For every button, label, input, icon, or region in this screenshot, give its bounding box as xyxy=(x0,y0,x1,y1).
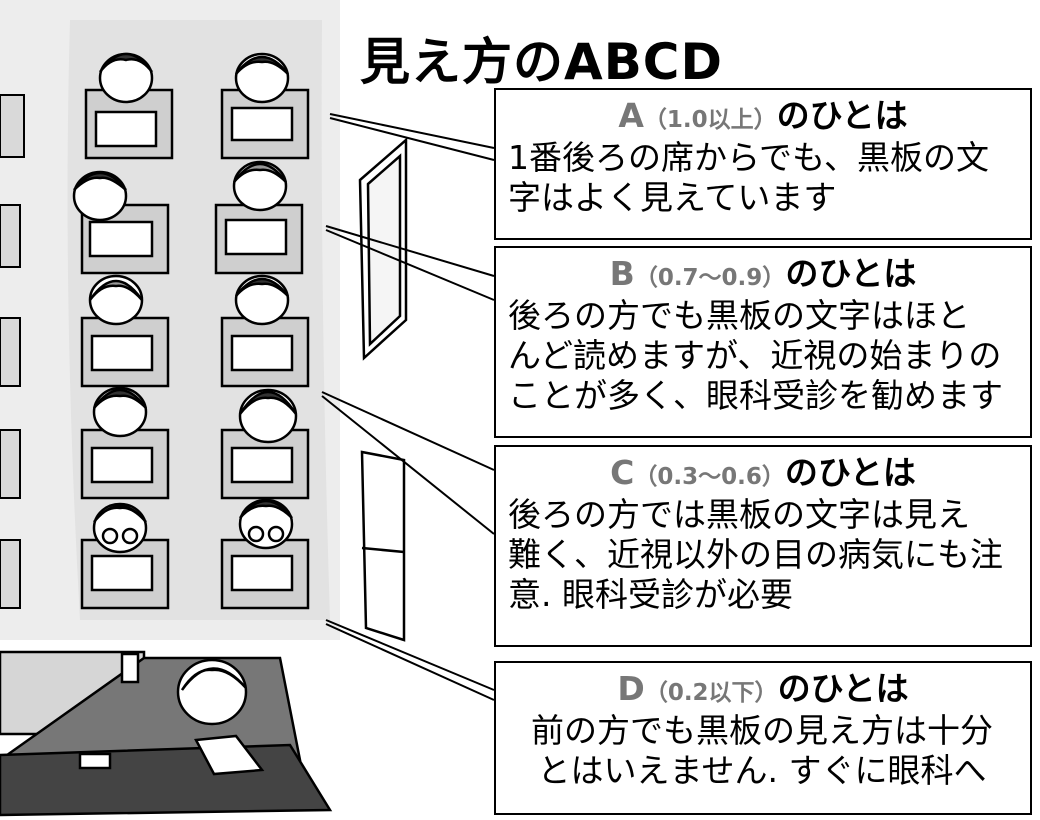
callout-box-c: C（0.3〜0.6）のひとは 後ろの方では黒板の文字は見え 難く、近視以外の目の… xyxy=(494,445,1032,647)
front-desk-child xyxy=(0,650,333,817)
student-desks xyxy=(72,52,310,610)
grade-suffix-d: のひとは xyxy=(777,669,909,708)
student-desk-9 xyxy=(220,388,310,500)
student-desk-8 xyxy=(220,274,310,388)
callout-box-d: D（0.2以下）のひとは 前の方でも黒板の見え方は十分 とはいえません. すぐに… xyxy=(494,661,1032,815)
callout-line-c2 xyxy=(321,395,495,535)
left-row-desks xyxy=(0,94,25,609)
grade-range-d: （0.2以下） xyxy=(644,680,778,706)
callout-lines xyxy=(321,113,495,701)
grade-suffix-b: のひとは xyxy=(785,254,917,293)
student-desk-2 xyxy=(72,170,170,275)
callout-line-a2 xyxy=(329,117,495,161)
grade-range-a: （1.0以上） xyxy=(643,107,777,133)
callout-heading-b: B（0.7〜0.9）のひとは xyxy=(496,254,1030,294)
grade-letter-a: A xyxy=(618,96,644,135)
grade-letter-d: D xyxy=(617,669,645,708)
callout-line-d2 xyxy=(325,623,495,701)
callout-box-b: B（0.7〜0.9）のひとは 後ろの方でも黒板の文字はほと んど読めますが、近視… xyxy=(494,246,1032,438)
callout-line-c xyxy=(321,391,495,471)
student-desk-6 xyxy=(220,52,310,160)
grade-suffix-c: のひとは xyxy=(784,453,916,492)
student-desk-3 xyxy=(80,274,170,388)
student-desk-1 xyxy=(84,52,174,160)
grade-letter-c: C xyxy=(610,453,635,492)
grade-range-c: （0.3〜0.6） xyxy=(634,464,785,490)
callout-text-a: 1番後ろの席からでも、黒板の文 字はよく見えています xyxy=(508,137,990,217)
grade-suffix-a: のひとは xyxy=(776,96,908,135)
callout-box-a: A（1.0以上）のひとは 1番後ろの席からでも、黒板の文 字はよく見えています xyxy=(494,88,1032,240)
callout-heading-c: C（0.3〜0.6）のひとは xyxy=(496,453,1030,493)
grade-range-b: （0.7〜0.9） xyxy=(634,265,786,291)
callout-line-d xyxy=(325,619,495,691)
student-desk-5 xyxy=(80,502,170,610)
callout-heading-a: A（1.0以上）のひとは xyxy=(496,96,1030,136)
callout-text-d: 前の方でも黒板の見え方は十分 とはいえません. すぐに眼科へ xyxy=(531,710,993,790)
callout-line-b2 xyxy=(325,229,495,301)
student-desk-10 xyxy=(220,498,310,610)
callout-text-b: 後ろの方でも黒板の文字はほと んど読めますが、近視の始まりの ことが多く、眼科受… xyxy=(508,295,1003,416)
grade-letter-b: B xyxy=(609,254,635,293)
callout-line-b xyxy=(325,225,495,277)
page-title: 見え方のABCD xyxy=(360,33,724,91)
windows xyxy=(358,137,408,642)
callout-text-c: 後ろの方では黒板の文字は見え 難く、近視以外の目の病気にも注 意. 眼科受診が必… xyxy=(508,494,1003,615)
student-desk-4 xyxy=(80,386,170,500)
callout-heading-d: D（0.2以下）のひとは xyxy=(496,669,1030,709)
callout-line-a xyxy=(329,113,495,149)
student-desk-7 xyxy=(214,160,304,275)
